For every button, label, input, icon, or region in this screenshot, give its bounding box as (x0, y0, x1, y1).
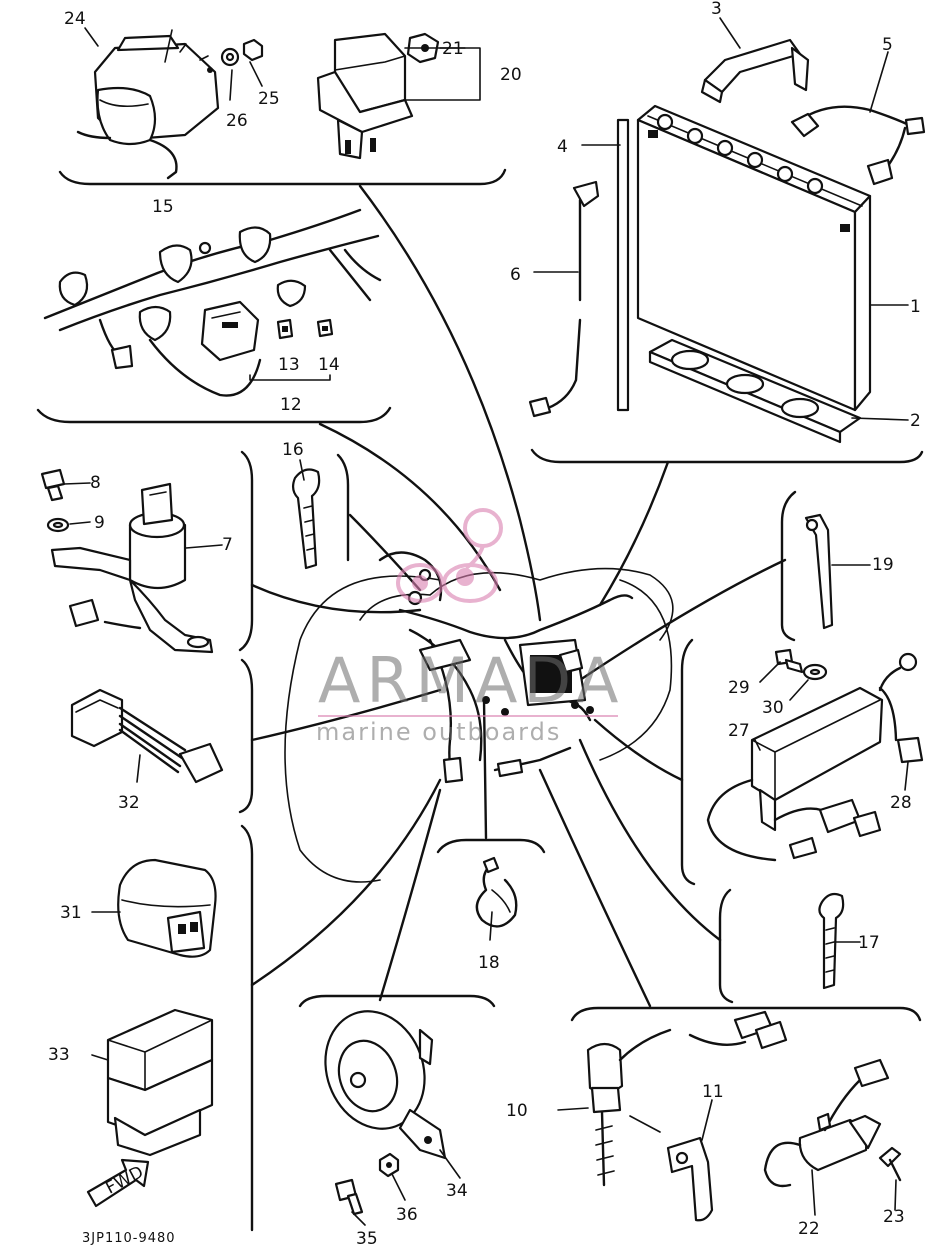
callout-9: 9 (94, 513, 105, 533)
callout-13: 13 (278, 355, 300, 375)
lead-part-28 (878, 652, 924, 764)
callout-23: 23 (883, 1207, 905, 1227)
coupler-part-12 (200, 300, 260, 362)
washer-part-30 (802, 663, 828, 681)
clamp-part-18 (475, 856, 518, 928)
callout-22: 22 (798, 1219, 820, 1239)
callout-30: 30 (762, 698, 784, 718)
callout-24: 24 (64, 9, 86, 29)
callout-1: 1 (910, 297, 921, 317)
cdi-unit-part-27 (706, 686, 884, 862)
callout-19: 19 (872, 555, 894, 575)
callout-32: 32 (118, 793, 140, 813)
bolt-part-8 (40, 468, 66, 502)
callout-34: 34 (446, 1181, 468, 1201)
central-harness-assembly (359, 551, 674, 784)
callout-20: 20 (500, 65, 522, 85)
callout-28: 28 (890, 793, 912, 813)
callout-15: 15 (152, 197, 174, 217)
callout-4: 4 (557, 137, 568, 157)
washer-part-26 (220, 47, 240, 67)
callout-27: 27 (728, 721, 750, 741)
watermark-logo (396, 508, 503, 603)
terminal-part-13 (276, 318, 294, 340)
callout-7: 7 (222, 535, 233, 555)
washer-part-9 (46, 517, 70, 533)
callout-3: 3 (711, 0, 722, 19)
callout-35: 35 (356, 1229, 378, 1248)
callout-leaders (63, 17, 909, 1226)
fwd-arrow: FWD (86, 1158, 150, 1208)
main-switch-part-7 (50, 482, 214, 654)
callout-26: 26 (226, 111, 248, 131)
nut-part-25 (242, 38, 264, 62)
watermark: ARMADA marine outboards (316, 508, 624, 746)
leader-curves (250, 184, 787, 1008)
callout-21: 21 (442, 39, 464, 59)
cable-tie-part-17 (818, 892, 845, 990)
callout-14: 14 (318, 355, 340, 375)
watermark-tagline: marine outboards (316, 718, 561, 746)
callout-25: 25 (258, 89, 280, 109)
ignition-coil-part-24 (76, 34, 220, 180)
callout-numbers: 24 25 26 21 20 3 5 4 6 1 2 15 13 14 12 1… (48, 0, 921, 1248)
nut-part-36 (378, 1152, 400, 1178)
wire-harness-clamps-part-15 (43, 208, 382, 397)
relay-part-20 (316, 32, 414, 160)
callout-31: 31 (60, 903, 82, 923)
battery-part-1 (636, 104, 872, 412)
terminal-part-14 (316, 318, 334, 338)
watermark-brand: ARMADA (318, 644, 624, 717)
battery-band-part-3 (700, 38, 810, 104)
callout-33: 33 (48, 1045, 70, 1065)
horn-part-34 (324, 1010, 447, 1160)
callout-12: 12 (280, 395, 302, 415)
bolt-part-35 (334, 1178, 364, 1216)
callout-18: 18 (478, 953, 500, 973)
callout-11: 11 (702, 1082, 724, 1102)
breather-pipe-part-4 (616, 118, 630, 412)
callout-29: 29 (728, 678, 750, 698)
sub-harness-part-32 (70, 688, 224, 784)
callout-2: 2 (910, 411, 921, 431)
callout-5: 5 (882, 35, 893, 55)
cable-tie-part-16 (291, 468, 321, 570)
positive-lead-part-6 (528, 180, 600, 418)
switch-part-10 (586, 1010, 788, 1187)
callout-10: 10 (506, 1101, 528, 1121)
relay-box-part-33 (106, 1008, 214, 1157)
callout-6: 6 (510, 265, 521, 285)
callout-17: 17 (858, 933, 880, 953)
battery-tray-part-2 (648, 338, 862, 444)
callout-8: 8 (90, 473, 101, 493)
bracket-part-11 (666, 1136, 714, 1222)
bolt-part-29 (774, 648, 804, 674)
screw-part-23 (878, 1146, 902, 1182)
flasher-part-22 (763, 1058, 890, 1188)
callout-36: 36 (396, 1205, 418, 1225)
drawing-code: 3JP110-9480 (82, 1231, 176, 1246)
band-part-19 (804, 513, 834, 630)
callout-16: 16 (282, 440, 304, 460)
bracket-12 (249, 374, 331, 381)
relay-part-31 (117, 858, 217, 958)
